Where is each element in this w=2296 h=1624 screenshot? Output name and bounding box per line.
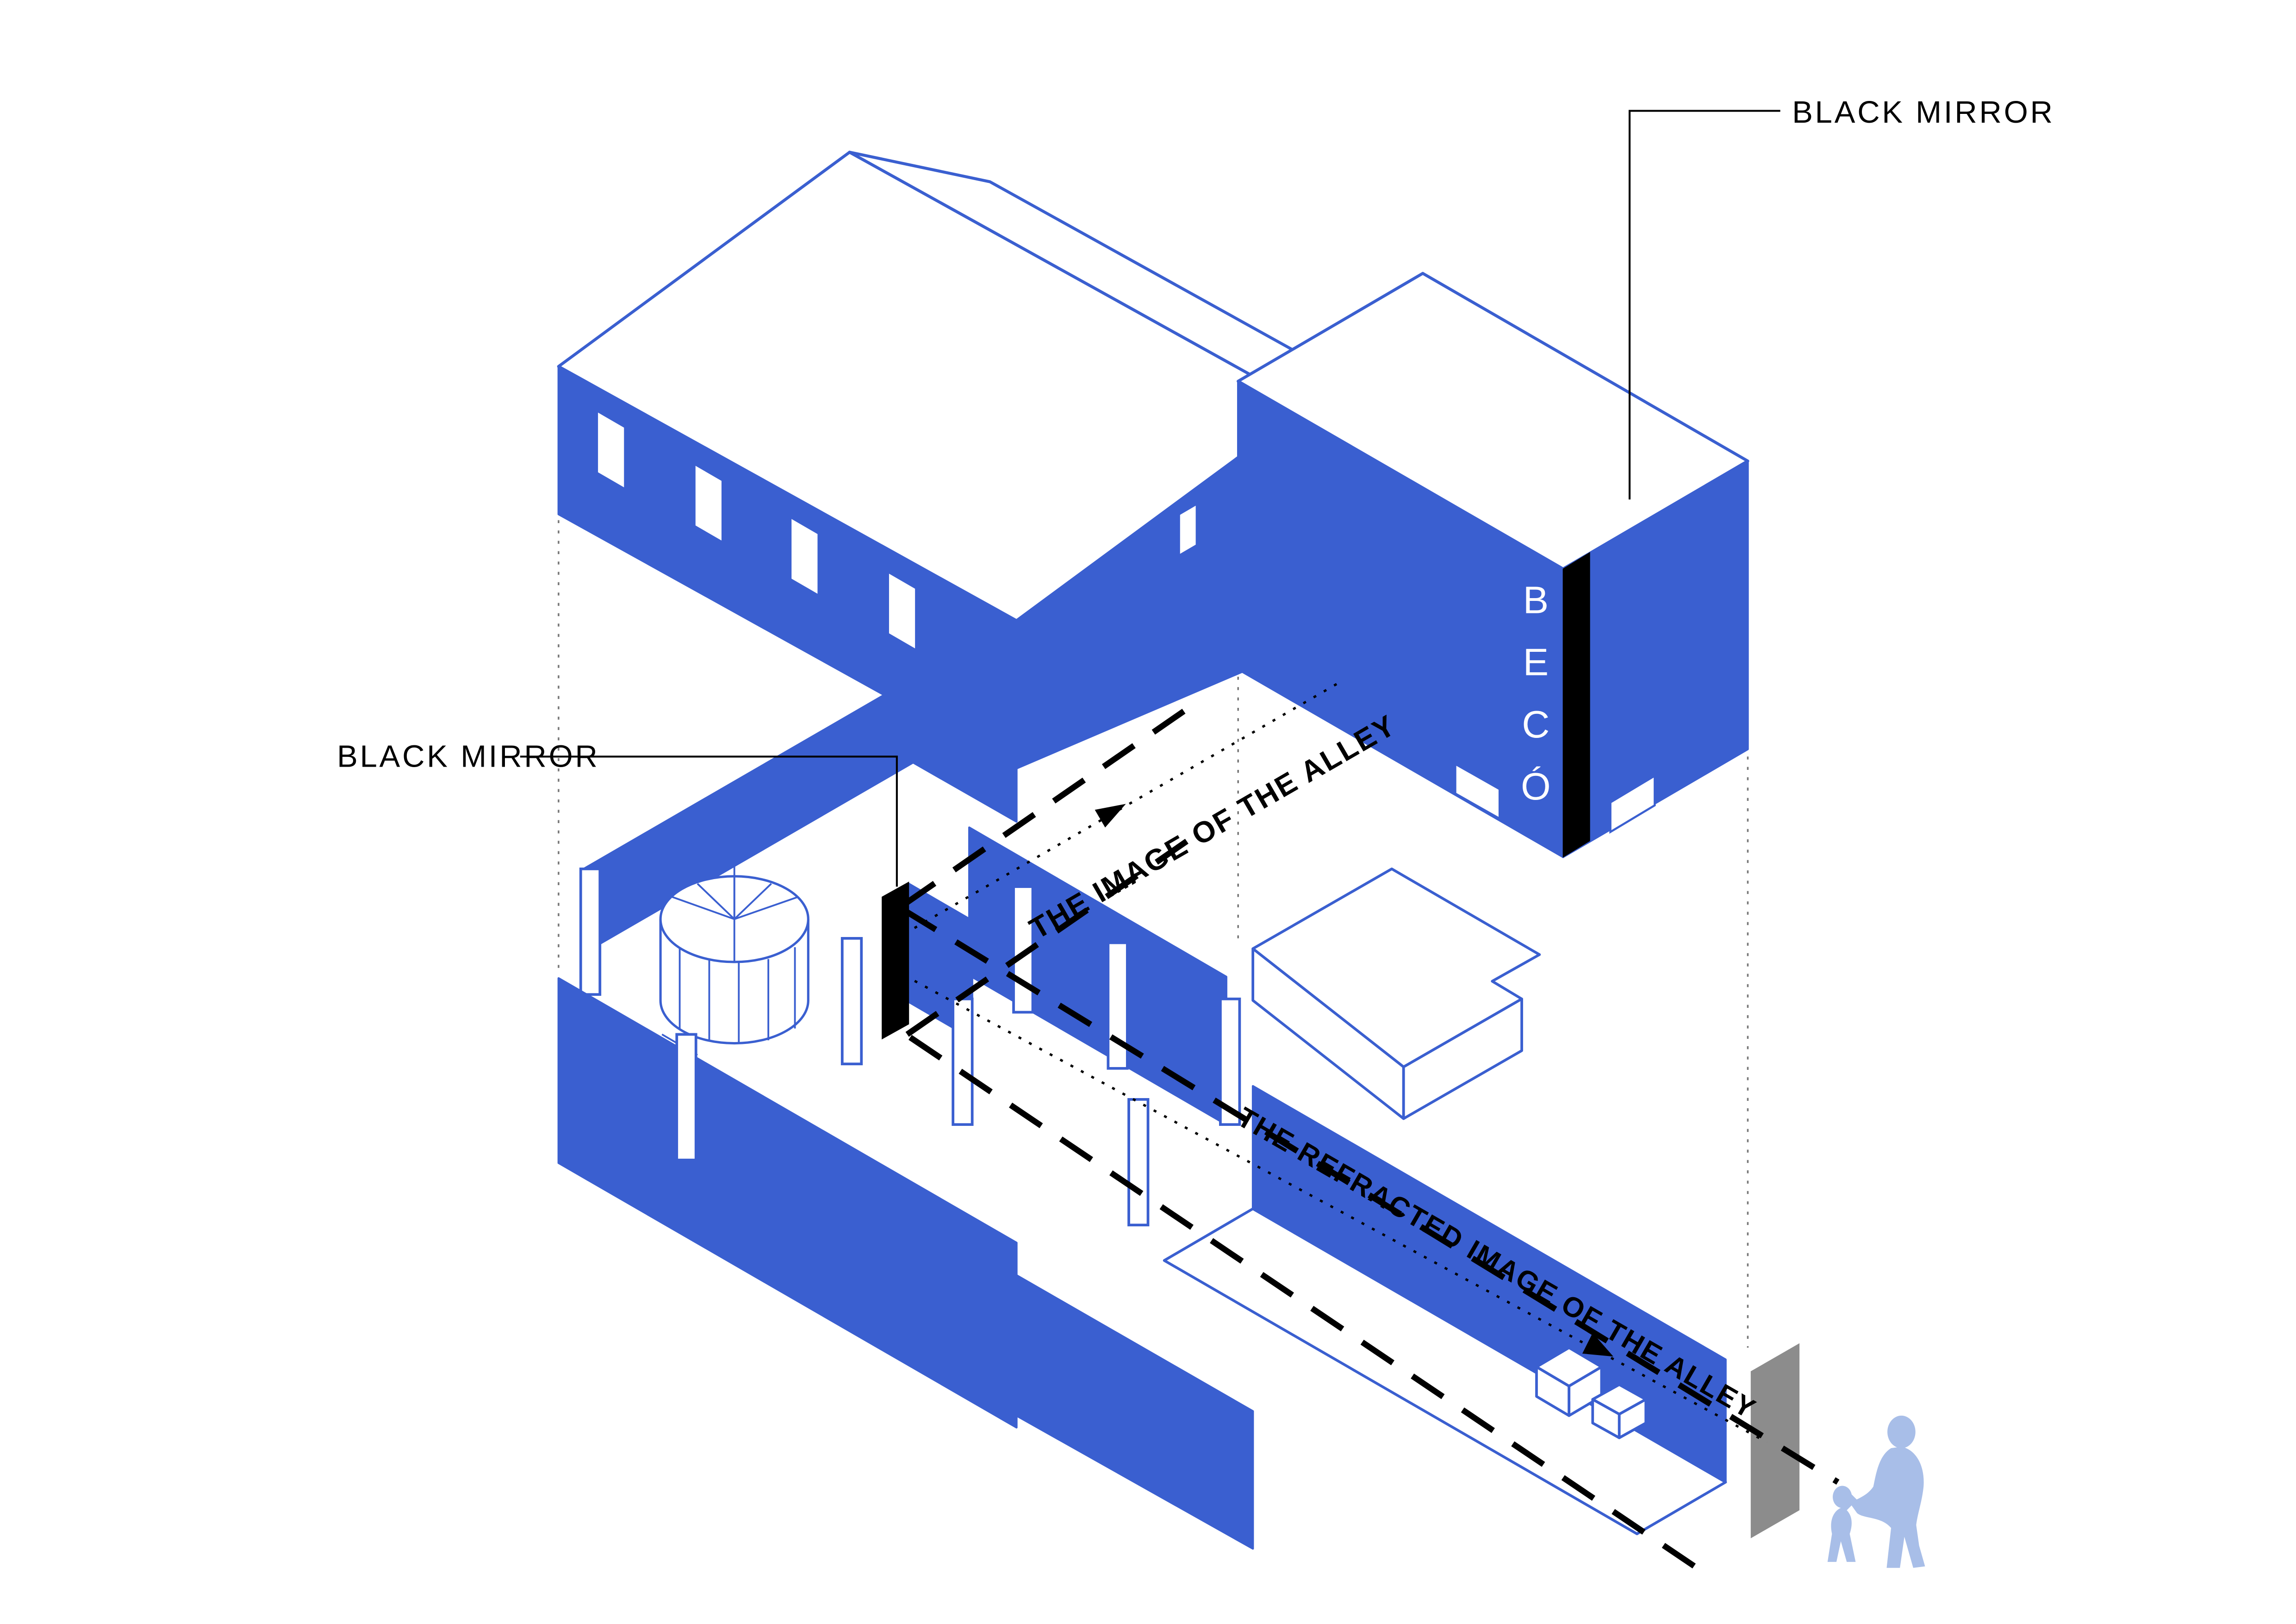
adult-figure — [1849, 1415, 1925, 1568]
gray-mirror-panel — [1750, 1343, 1800, 1538]
house-gable-window — [1178, 502, 1198, 558]
black-mirror-label-top: BLACK MIRROR — [1792, 95, 2055, 130]
sight-line-dotted-upper — [903, 680, 1342, 935]
leader-line-top — [1629, 110, 1780, 500]
front-wall-right — [1015, 1274, 1254, 1550]
front-wall-left — [557, 977, 1018, 1429]
column-8 — [1127, 1098, 1150, 1227]
beco-door-notch-2 — [1609, 774, 1656, 834]
sight-line-dotted-lower — [903, 974, 1768, 1443]
arrowhead-lower — [1582, 1333, 1613, 1357]
house-window-2 — [693, 462, 724, 544]
column-2 — [840, 937, 863, 1066]
column-7 — [675, 1033, 697, 1162]
arrowhead-upper — [1095, 804, 1126, 828]
house-window-3 — [789, 515, 820, 598]
leader-line-left — [520, 756, 898, 887]
column-1 — [579, 868, 602, 996]
interior-black-mirror-panel — [882, 881, 909, 1040]
beco-black-mirror-stripe — [1562, 552, 1590, 858]
incoming-ray-lower-1 — [902, 907, 1840, 1485]
incoming-ray-lower-2 — [908, 1035, 1701, 1572]
alley-stall-1 — [1535, 1346, 1603, 1417]
column-3 — [952, 997, 974, 1126]
child-figure — [1827, 1486, 1857, 1562]
house-window-1 — [596, 409, 626, 491]
sight-lines — [902, 680, 1840, 1572]
spiral-staircase — [654, 864, 809, 1068]
alley-stall-2 — [1591, 1383, 1648, 1439]
beco-door-notch-1 — [1454, 762, 1501, 821]
back-corner-wall — [912, 677, 1018, 823]
column-5 — [1107, 941, 1129, 1070]
ground-floor — [557, 677, 1727, 1550]
house-window-4 — [887, 570, 917, 652]
black-mirror-label-left: BLACK MIRROR — [337, 739, 600, 774]
annex-room-front-right — [1402, 997, 1523, 1120]
annex-room — [1251, 868, 1541, 1120]
